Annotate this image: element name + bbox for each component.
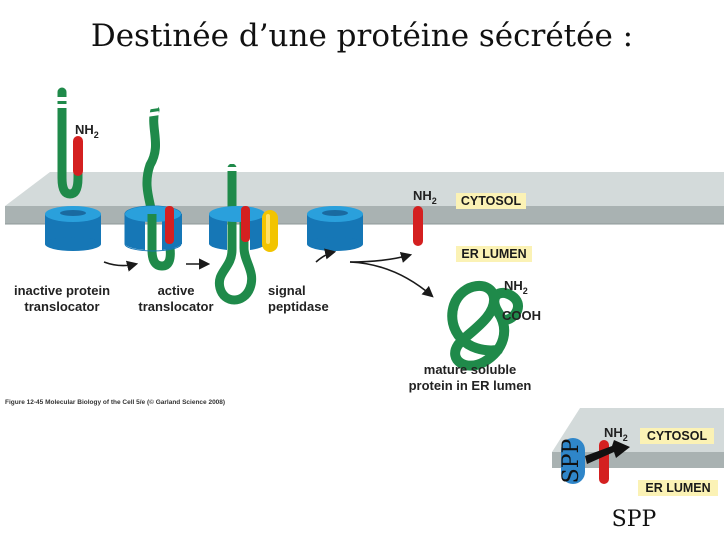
active-label-line2: translocator [138,299,213,314]
inset-cytosol: CYTOSOL [647,429,708,443]
svg-text:CYTOSOL: CYTOSOL [461,194,522,208]
cleavage-arrow [585,440,630,464]
step1-inactive-translocator: NH2 [45,87,101,251]
inset-er-lumen: ER LUMEN [645,481,710,495]
cooh-label: COOH [502,308,541,323]
signal-label-line1: signal [268,283,306,298]
mature-label-line2: protein in ER lumen [409,378,532,393]
step4-released-signal: NH2 [307,188,437,251]
spp-inset: SPP NH2 CYTOSOL ER LUMEN SPP [552,408,724,532]
er-lumen-tag: ER LUMEN [456,246,532,262]
signal-sequence-1 [73,136,83,176]
step3-signal-peptidase [209,160,278,305]
signal-sequence-3 [241,206,250,242]
nh2-label-1: NH2 [75,122,99,140]
figure-caption: Figure 12-45 Molecular Biology of the Ce… [5,398,225,406]
active-label-line1: active [158,283,195,298]
spp-enzyme [561,438,585,484]
signal-peptide-free [413,206,423,246]
spp-label: SPP [612,507,657,532]
translocator-1 [45,206,101,251]
spp-vertical-label: SPP [559,438,584,483]
mature-protein: NH2 COOH [447,278,541,371]
signal-sequence-2 [165,206,174,244]
cytosol-tag: CYTOSOL [456,193,526,209]
nh2-label-3: NH2 [504,278,528,296]
nh2-label-inset: NH2 [604,425,628,443]
nh2-label-2: NH2 [413,188,437,206]
signal-peptide-inset [599,440,609,484]
er-membrane [5,172,724,225]
nascent-chain-1 [57,87,83,199]
mature-label-line1: mature soluble [424,362,516,377]
nascent-chain-3 [214,163,257,305]
inactive-label-line2: translocator [24,299,99,314]
process-arrows [103,248,434,298]
step2-active-translocator [124,104,182,271]
svg-text:ER LUMEN: ER LUMEN [461,247,526,261]
slide-title: Destinée d’une protéine sécrétée : [90,18,634,54]
signal-label-line2: peptidase [268,299,329,314]
nascent-chain-2 [142,105,175,271]
inactive-label-line1: inactive protein [14,283,110,298]
